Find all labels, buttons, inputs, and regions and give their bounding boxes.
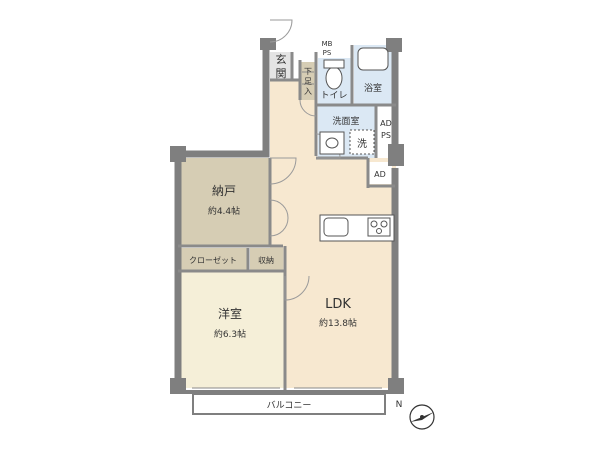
western-room-area: 約6.3帖 — [214, 328, 246, 340]
shoe-label-2: 足 — [304, 77, 312, 86]
stove-burner-1 — [370, 220, 378, 228]
entrance-label-2: 関 — [276, 67, 287, 80]
storage-small-label: 収納 — [258, 255, 274, 265]
pillar-top-left-2 — [260, 38, 276, 50]
bathtub — [357, 47, 389, 71]
kitchen-stove — [367, 217, 391, 237]
doors — [269, 19, 341, 301]
washbasin-bowl — [325, 137, 339, 149]
stove-burner-2 — [380, 220, 388, 228]
western-room-name: 洋室 — [218, 306, 242, 321]
pillar-bottom-right — [388, 378, 404, 394]
ldk-area: 約13.8帖 — [319, 317, 357, 329]
western-room-floor — [178, 272, 285, 388]
ad-small-label: AD — [374, 170, 386, 179]
pillar-right-mid — [388, 144, 404, 166]
toilet-tank — [323, 59, 345, 69]
toilet-label: トイレ — [320, 91, 347, 101]
closet-label: クローゼット — [189, 255, 237, 265]
compass-icon — [409, 404, 435, 430]
stove-burner-3 — [376, 228, 382, 234]
entrance-label-1: 玄 — [276, 52, 287, 66]
storage-room-floor — [178, 158, 270, 246]
washer-label: 洗 — [357, 138, 367, 150]
shoe-label-3: 入 — [304, 87, 312, 96]
entrance-floor — [270, 52, 292, 80]
ad-small-floor — [368, 162, 392, 184]
shoe-label-1: 下 — [304, 67, 312, 76]
storage-room-area: 約4.4帖 — [208, 205, 240, 217]
toilet-fixture — [325, 66, 343, 90]
balcony-label: バルコニー — [267, 400, 312, 411]
ad-right-label-2: PS — [381, 131, 391, 140]
ps-top-label: PS — [323, 49, 332, 57]
kitchen-sink — [323, 217, 349, 237]
pillar-bottom-left — [170, 378, 186, 394]
compass-label: N — [396, 400, 403, 410]
closet-floor — [178, 248, 248, 270]
storage-small-floor — [250, 248, 283, 270]
shoe-closet-shelves — [302, 71, 314, 85]
bath-label: 浴室 — [364, 82, 382, 94]
ldk-name: LDK — [325, 297, 351, 312]
washer-space — [349, 129, 375, 155]
ad-right-label-1: AD — [380, 119, 392, 128]
inner-walls — [178, 45, 396, 390]
pillar-top-left — [170, 146, 186, 162]
balcony — [192, 393, 386, 415]
ldk-floor-lower — [285, 240, 396, 388]
washroom-label: 洗面室 — [332, 115, 359, 127]
storage-room-name: 納戸 — [212, 184, 236, 198]
mb-label: MB — [322, 40, 333, 48]
pillar-top-right — [386, 38, 402, 52]
